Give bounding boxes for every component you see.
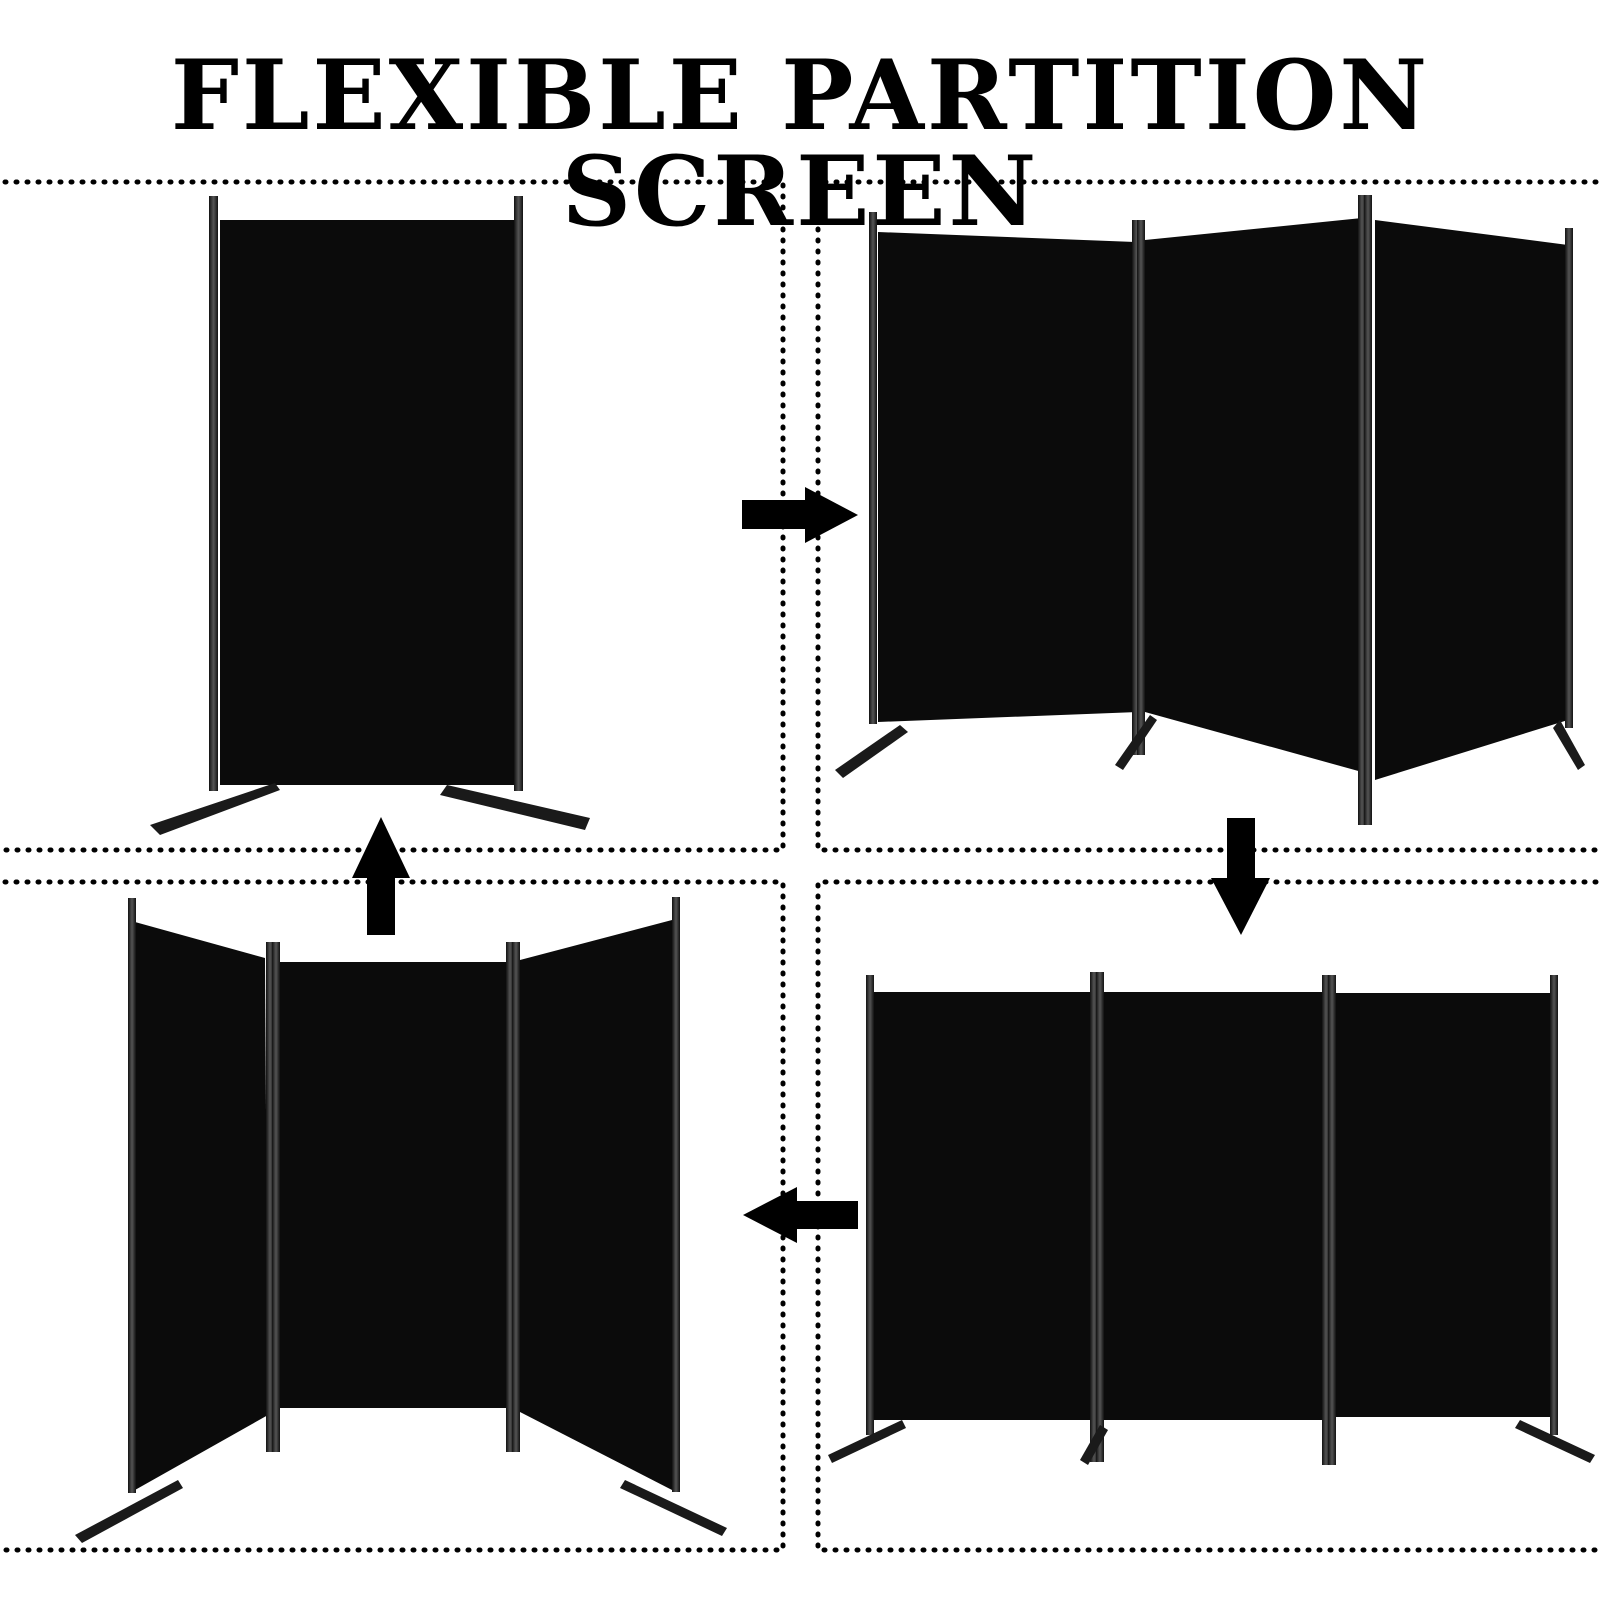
arrow-right-icon	[742, 487, 858, 543]
arrow-down-icon	[1211, 818, 1270, 935]
partition-zigzag-icon	[835, 195, 1585, 825]
arrow-up-icon	[352, 817, 410, 935]
arrow-left-icon	[743, 1187, 858, 1243]
partition-1-panel-icon	[150, 196, 590, 835]
partition-flat-icon	[828, 972, 1595, 1465]
page-title: FLEXIBLE PARTITION SCREEN	[170, 39, 1431, 248]
partition-u-shape-icon	[75, 897, 727, 1543]
